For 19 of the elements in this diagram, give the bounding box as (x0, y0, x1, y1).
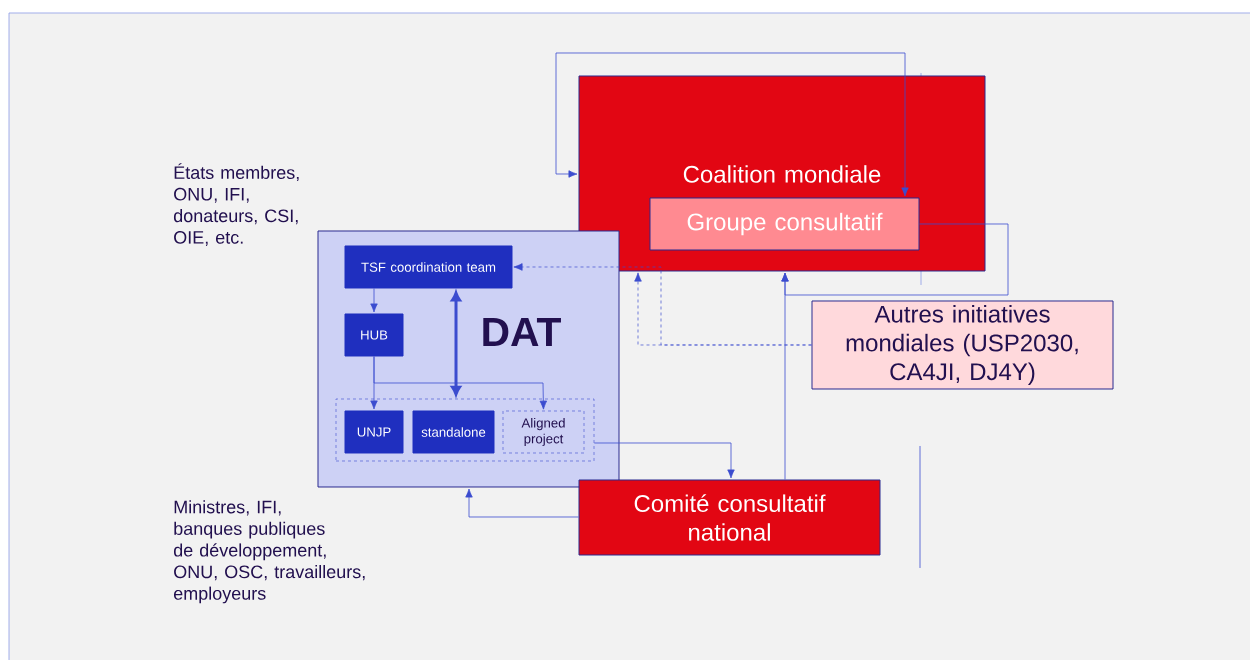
hub-box: HUB (344, 313, 404, 357)
arrow (450, 291, 462, 396)
team-box: TSF coordination team (344, 245, 513, 289)
committee-box: Comité consultatif national (578, 479, 881, 556)
unit-box: standalone (412, 410, 495, 454)
arrow (634, 272, 812, 346)
arrow (555, 52, 909, 197)
initiatives-box: Autres initiatives mondiales (USP2030, CA4JI, DJ4Y) (811, 300, 1114, 390)
project-box: Aligned project (502, 410, 585, 454)
group-box: Groupe consultatif (649, 197, 920, 251)
arrow (781, 223, 1009, 296)
stakeholder-note: États membres, ONU, IFI, donateurs, CSI, OIE, etc. (173, 163, 299, 246)
unit-box: UNJP (344, 410, 404, 454)
arrow (370, 288, 378, 313)
arrow (593, 442, 735, 479)
panel-title: DAT (483, 317, 561, 347)
stakeholder-note: Ministres, IFI, banques publiques de développement, ONU, OSC, travailleurs, employeurs (173, 500, 365, 604)
arrow (465, 488, 579, 518)
arrow (373, 356, 547, 410)
